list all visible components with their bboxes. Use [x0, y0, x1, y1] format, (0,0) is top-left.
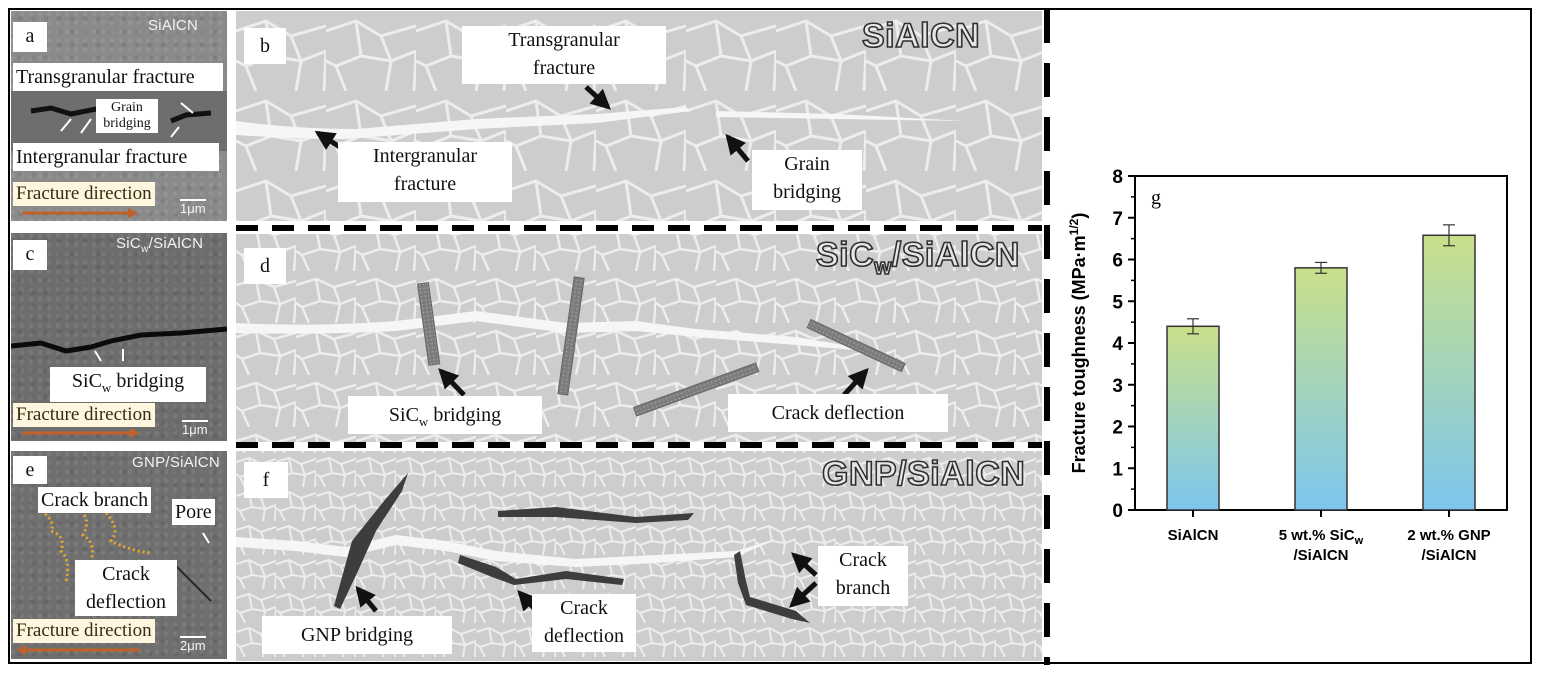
panel-d-arrow-bridging — [438, 368, 466, 397]
panel-a-scale-bar: 1μm — [180, 199, 206, 216]
panel-d-whisker-1 — [416, 281, 441, 366]
panel-e-letter: e — [13, 456, 47, 484]
panel-f-gnp-2 — [498, 507, 694, 523]
panel-d-whisker-4 — [806, 318, 906, 373]
panel-c-direction-label: Fracture direction — [13, 403, 155, 427]
bar-1 — [1294, 267, 1348, 511]
y-tick-label: 6 — [1112, 251, 1123, 272]
y-tick-label: 5 — [1112, 292, 1123, 313]
panel-d-whisker-2 — [557, 276, 585, 396]
outer-frame — [8, 8, 1532, 664]
panel-e-direction-arrow-icon — [16, 645, 140, 655]
panel-d-whisker-3 — [632, 362, 760, 417]
panel-a-direction-label: Fracture direction — [13, 182, 155, 206]
panel-f-arrow-branch-1 — [791, 552, 818, 577]
panel-d-crack — [236, 311, 896, 361]
panel-f-arrow-branch-2 — [789, 581, 818, 608]
y-tick-label: 2 — [1112, 418, 1123, 439]
y-tick-label: 4 — [1112, 334, 1123, 355]
schematic-panels — [236, 11, 1042, 661]
panel-d-title: SiCw/SiAlCN — [815, 235, 1020, 279]
panel-f-gnp-bridging-label: GNP bridging — [262, 616, 452, 654]
panel-a-letter: a — [13, 22, 47, 52]
panel-c-letter: c — [13, 240, 47, 270]
y-tick-label: 8 — [1112, 167, 1123, 188]
panel-e-crack-branch-label: Crack branch — [38, 487, 152, 513]
panel-c-title: SiCw/SiAlCN — [116, 235, 204, 255]
vertical-dash-separator — [1044, 9, 1050, 665]
panel-e-pore-label: Pore — [172, 499, 215, 525]
panel-c-bridging-label: SiCw bridging — [50, 367, 206, 402]
x-tick-label-1: 5 wt.% SiCw — [1279, 527, 1364, 547]
panel-d-bridging-label: SiCw bridging — [348, 396, 542, 434]
panel-a-title: SiAlCN — [148, 17, 199, 34]
y-tick-label: 0 — [1112, 501, 1123, 522]
panel-a-direction-arrow-icon — [22, 208, 138, 218]
panel-d-letter: d — [244, 248, 286, 284]
panel-a-intergranular-label: Intergranular fracture — [13, 143, 219, 171]
x-tick-label-0: SiAlCN — [1168, 527, 1219, 544]
panel-e-crack-drawing — [40, 509, 212, 602]
panel-f-title: GNP/SiAlCN — [821, 454, 1026, 494]
panel-c-direction-arrow-icon — [22, 428, 140, 438]
x-tick-label-line2-1: /SiAlCN — [1293, 547, 1348, 564]
y-tick-label: 7 — [1112, 209, 1123, 230]
panel-a-transgranular-label: Transgranular fracture — [13, 63, 223, 91]
panel-c-scale-bar: 1μm — [182, 420, 208, 437]
panel-d-deflection-label: Crack deflection — [728, 394, 948, 432]
panel-b-title: SiAlCN — [861, 16, 981, 56]
x-tick-label-line2-2: /SiAlCN — [1421, 547, 1476, 564]
panel-f-gnp-1 — [334, 473, 408, 609]
panel-e-direction-label: Fracture direction — [13, 619, 155, 643]
panel-b-letter: b — [244, 28, 286, 64]
panel-b-arrow-grain-bridging — [725, 133, 750, 163]
panel-f-arrow-gnp-bridging — [355, 585, 378, 613]
y-axis-label: Fracture toughness (MPa·m1/2) — [1067, 213, 1089, 474]
panel-d-arrow-deflection — [842, 368, 869, 397]
panel-b-arrow-transgranular — [584, 85, 611, 110]
panel-e-scale-bar: 2μm — [180, 636, 206, 653]
bar-2 — [1422, 234, 1476, 511]
panel-f-gnp-3 — [458, 555, 624, 585]
x-tick-label-2: 2 wt.% GNP — [1407, 527, 1490, 544]
panel-c-crack-drawing — [11, 326, 227, 362]
bar-0 — [1166, 325, 1220, 511]
y-tick-label: 3 — [1112, 376, 1123, 397]
panel-f-crack — [236, 535, 776, 567]
panel-f-letter: f — [244, 462, 288, 498]
y-tick-label: 1 — [1112, 459, 1123, 480]
panel-g-letter: g — [1151, 187, 1161, 209]
panel-f-gnp-4 — [734, 551, 810, 623]
panel-b-crack — [236, 107, 691, 139]
panel-e-title: GNP/SiAlCN — [132, 454, 221, 471]
